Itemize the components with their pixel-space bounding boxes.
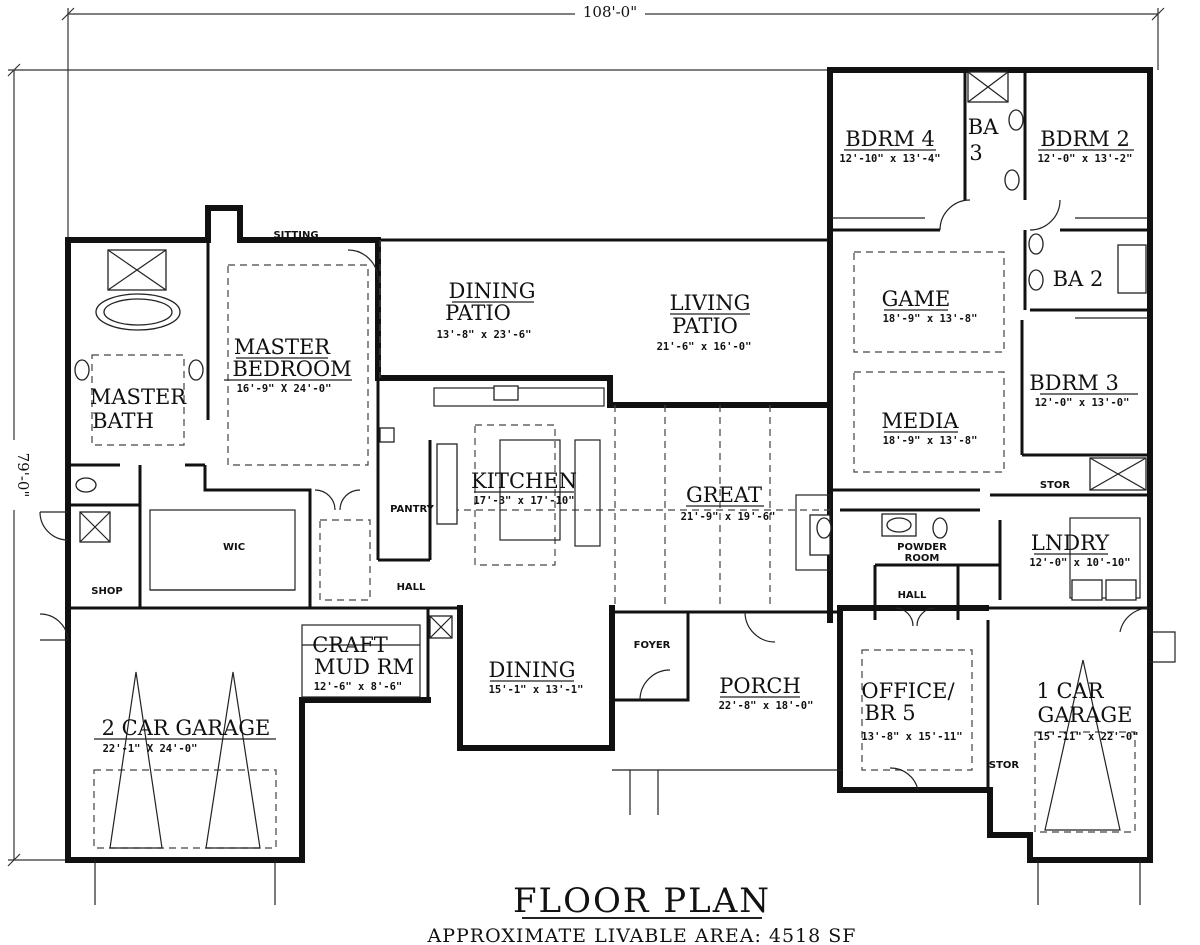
ba3-label-line1: BA bbox=[968, 115, 999, 139]
garage1-line2: GARAGE bbox=[1037, 703, 1132, 727]
sitting-label: SITTING bbox=[273, 230, 318, 241]
ba3-label-line2: 3 bbox=[969, 141, 982, 165]
garage2-name: 2 CAR GARAGE bbox=[102, 716, 271, 740]
plan-title: FLOOR PLAN bbox=[513, 881, 771, 921]
office-line1: OFFICE/ bbox=[861, 679, 955, 703]
bdrm3-dims: 12'-0" x 13'-0" bbox=[1035, 397, 1130, 409]
foyer-label: FOYER bbox=[634, 640, 671, 651]
great-name: GREAT bbox=[686, 483, 762, 507]
stor-top-label: STOR bbox=[1040, 480, 1071, 491]
bdrm4-name: BDRM 4 bbox=[845, 127, 935, 151]
media-dims: 18'-9" x 13'-8" bbox=[883, 435, 978, 447]
kitchen-dims: 17'-3" x 17'-10" bbox=[473, 495, 574, 507]
fixtures bbox=[39, 71, 1176, 905]
bdrm4-dims: 12'-10" x 13'-4" bbox=[839, 153, 940, 165]
office-line2: BR 5 bbox=[864, 701, 915, 725]
dining-name: DINING bbox=[489, 658, 576, 682]
game-dims: 18'-9" x 13'-8" bbox=[883, 313, 978, 325]
pantry-label: PANTRY bbox=[390, 504, 434, 515]
walls bbox=[65, 67, 1153, 863]
craft-dims: 12'-6" x 8'-6" bbox=[314, 681, 403, 693]
hall-left-label: HALL bbox=[397, 582, 426, 593]
bdrm2-dims: 12'-0" x 13'-2" bbox=[1038, 153, 1133, 165]
bdrm3-name: BDRM 3 bbox=[1029, 371, 1119, 395]
master-bedroom-line2: BEDROOM bbox=[232, 357, 351, 381]
garage1-line1: 1 CAR bbox=[1036, 679, 1104, 703]
overall-depth-dimension: 79'-0" bbox=[2, 63, 830, 867]
overall-width-label: 108'-0" bbox=[583, 3, 637, 21]
dining-patio-line1: DINING bbox=[449, 279, 536, 303]
wic-label: WIC bbox=[223, 542, 245, 553]
kitchen-name: KITCHEN bbox=[471, 469, 577, 493]
overall-width-dimension: 108'-0" bbox=[61, 3, 1165, 240]
living-patio-dims: 21'-6" x 16'-0" bbox=[657, 341, 752, 353]
porch-name: PORCH bbox=[719, 674, 801, 698]
powder-room-line1: POWDER bbox=[897, 542, 947, 553]
bdrm2-name: BDRM 2 bbox=[1040, 127, 1130, 151]
master-bath-line2: BATH bbox=[92, 409, 154, 433]
porch-dims: 22'-8" x 18'-0" bbox=[719, 700, 814, 712]
office-dims: 13'-8" x 15'-11" bbox=[861, 731, 962, 743]
lndry-name: LNDRY bbox=[1031, 531, 1110, 555]
overall-depth-label: 79'-0" bbox=[14, 453, 32, 498]
ba2-label: BA 2 bbox=[1053, 267, 1104, 291]
lndry-dims: 12'-0" x 10'-10" bbox=[1029, 557, 1130, 569]
garage1-dims: 15'-11" x 22'-0" bbox=[1037, 731, 1138, 743]
great-dims: 21'-9" x 19'-6" bbox=[681, 511, 776, 523]
stor-bottom-label: STOR bbox=[989, 760, 1020, 771]
master-bedroom-line1: MASTER bbox=[234, 335, 331, 359]
dashed-ceiling-lines bbox=[91, 240, 1136, 849]
living-patio-line2: PATIO bbox=[672, 314, 738, 338]
craft-line2: MUD RM bbox=[314, 655, 414, 679]
living-patio-line1: LIVING bbox=[670, 291, 751, 315]
plan-subtitle: APPROXIMATE LIVABLE AREA: 4518 SF bbox=[426, 925, 856, 945]
hall-right-label: HALL bbox=[898, 590, 927, 601]
master-bedroom-dims: 16'-9" X 24'-0" bbox=[237, 383, 332, 395]
garage2-dims: 22'-1" X 24'-0" bbox=[103, 743, 198, 755]
title-block: FLOOR PLAN APPROXIMATE LIVABLE AREA: 451… bbox=[426, 881, 856, 945]
label-underlines bbox=[94, 149, 1138, 740]
dining-patio-dims: 13'-8" x 23'-6" bbox=[437, 329, 532, 341]
room-labels: BDRM 4 12'-10" x 13'-4" BA 3 BDRM 2 12'-… bbox=[90, 115, 1139, 771]
powder-room-line2: ROOM bbox=[905, 553, 940, 564]
craft-line1: CRAFT bbox=[312, 633, 388, 657]
game-name: GAME bbox=[882, 287, 951, 311]
dining-dims: 15'-1" x 13'-1" bbox=[489, 684, 584, 696]
master-bath-line1: MASTER bbox=[90, 385, 187, 409]
shop-label: SHOP bbox=[91, 586, 122, 597]
media-name: MEDIA bbox=[881, 409, 959, 433]
dining-patio-line2: PATIO bbox=[445, 301, 511, 325]
